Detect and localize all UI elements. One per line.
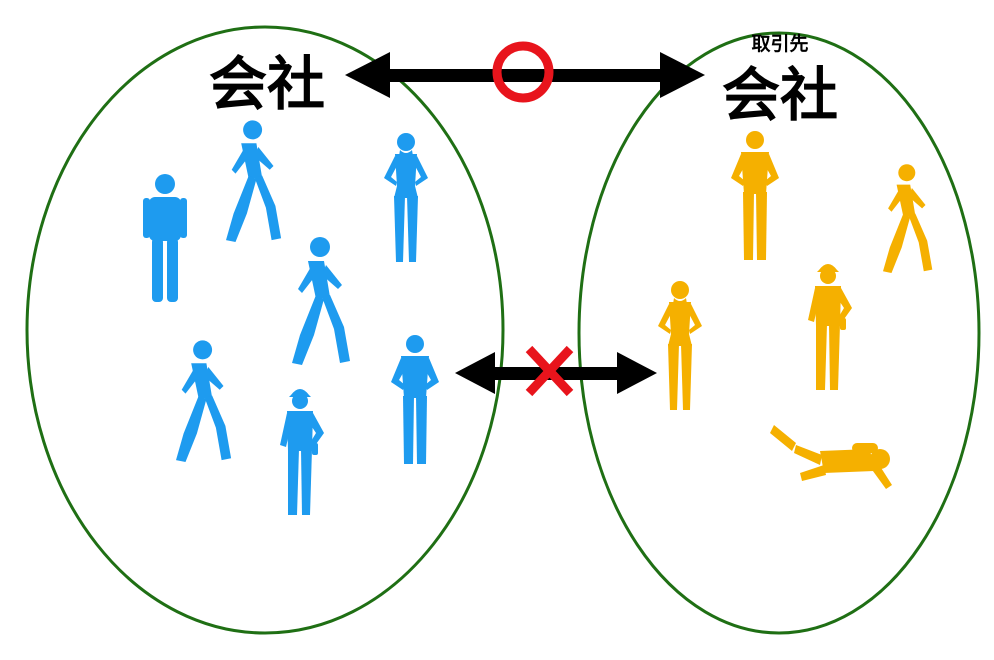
right-company-label: 会社 <box>722 61 838 129</box>
walking-man-icon <box>292 237 350 365</box>
walking-man-icon <box>176 340 232 462</box>
circle-icon <box>492 41 554 103</box>
standing-front-icon <box>143 174 187 302</box>
worker-with-helmet-icon <box>280 389 324 515</box>
worker-with-helmet-icon <box>808 264 852 390</box>
diver-icon <box>770 425 892 489</box>
standing-woman-icon <box>658 281 702 410</box>
standing-man-icon <box>731 131 779 260</box>
walking-man-icon <box>883 164 933 273</box>
standing-man-icon <box>391 335 439 464</box>
cross-icon <box>525 345 574 397</box>
left-company-ellipse <box>25 25 505 635</box>
right-company-sublabel: 取引先 <box>751 32 808 55</box>
top-double-arrow <box>345 52 705 98</box>
left-company-label: 会社 <box>209 50 325 118</box>
right-company-ellipse <box>577 31 981 635</box>
walking-man-icon <box>226 120 282 242</box>
standing-woman-icon <box>384 133 428 262</box>
